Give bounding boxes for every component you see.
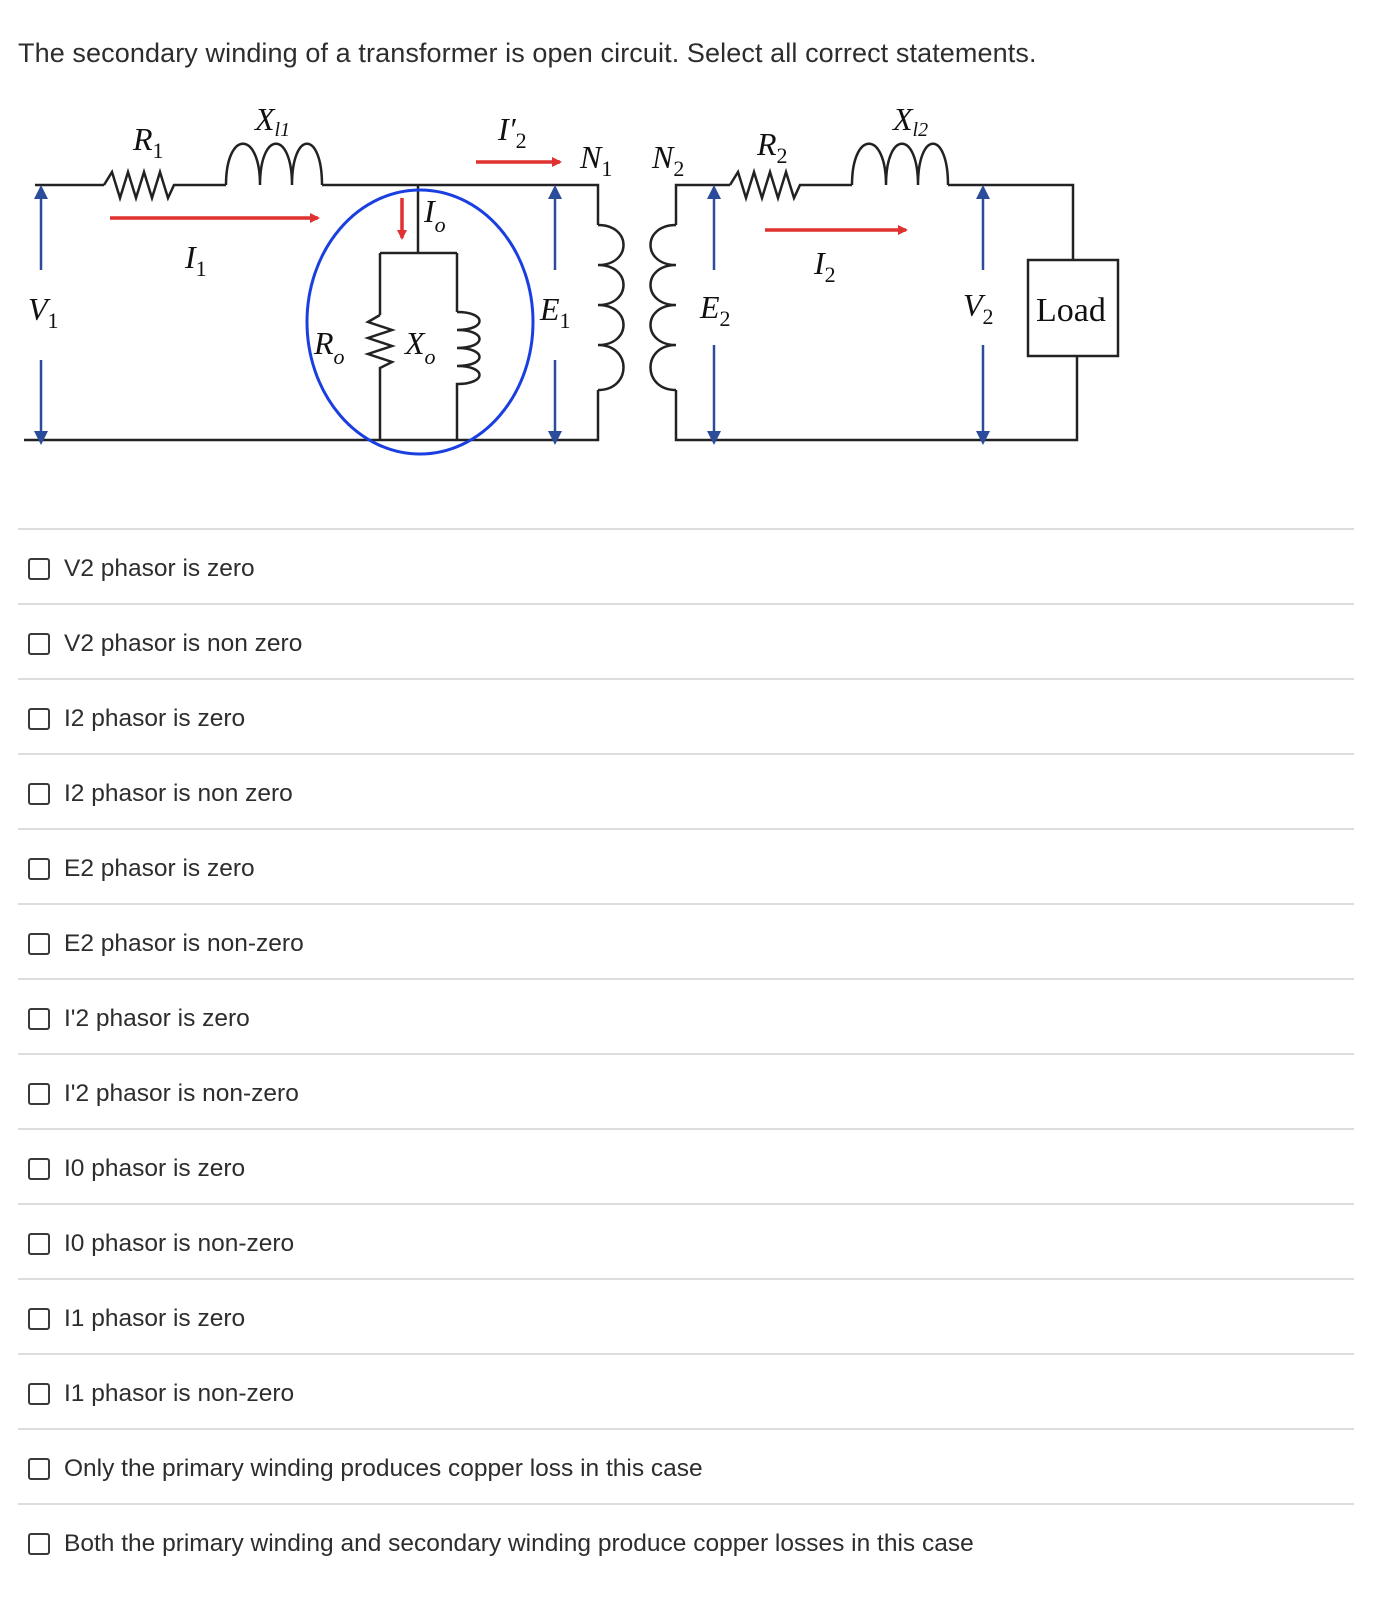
option-label: I2 phasor is zero	[64, 704, 246, 732]
option-label: I1 phasor is zero	[64, 1304, 246, 1332]
option-label: I2 phasor is non zero	[64, 779, 293, 807]
option-label: Both the primary winding and secondary w…	[64, 1529, 974, 1557]
r1-resistor	[102, 167, 226, 203]
option-label: V2 phasor is non zero	[64, 629, 303, 657]
checkbox[interactable]	[28, 1457, 50, 1480]
option-i1-nonzero[interactable]: I1 phasor is non-zero	[18, 1353, 1354, 1428]
label-n2: N2	[651, 139, 684, 181]
checkbox[interactable]	[28, 707, 50, 730]
answer-options: V2 phasor is zero V2 phasor is non zero …	[18, 528, 1354, 1578]
label-n1: N1	[579, 139, 612, 181]
option-label: E2 phasor is non-zero	[64, 929, 304, 957]
label-load: Load	[1036, 292, 1106, 329]
checkbox[interactable]	[28, 932, 50, 955]
option-label: I0 phasor is zero	[64, 1154, 246, 1182]
option-label: I'2 phasor is non-zero	[64, 1079, 299, 1107]
option-primary-copper-loss[interactable]: Only the primary winding produces copper…	[18, 1428, 1354, 1503]
checkbox[interactable]	[28, 1382, 50, 1405]
option-e2-nonzero[interactable]: E2 phasor is non-zero	[18, 903, 1354, 978]
xo-inductor	[455, 310, 481, 440]
checkbox[interactable]	[28, 1307, 50, 1330]
label-xl2: Xl2	[891, 101, 928, 141]
option-e2-zero[interactable]: E2 phasor is zero	[18, 828, 1354, 903]
checkbox[interactable]	[28, 1157, 50, 1180]
option-both-copper-loss[interactable]: Both the primary winding and secondary w…	[18, 1503, 1354, 1578]
question-text: The secondary winding of a transformer i…	[18, 38, 1037, 68]
option-i1-zero[interactable]: I1 phasor is zero	[18, 1278, 1354, 1353]
label-v2: V2	[963, 287, 994, 329]
option-label: E2 phasor is zero	[64, 854, 255, 882]
label-xo: Xo	[403, 325, 436, 369]
checkbox[interactable]	[28, 632, 50, 655]
transformer-equivalent-circuit: R1 Xl1 I1 V1 Io Ro Xo I′2 N1 N2 E1 E2 R2…	[24, 101, 1120, 456]
magnetizing-branch-highlight	[305, 188, 535, 456]
checkbox[interactable]	[28, 1232, 50, 1255]
label-e1: E1	[539, 291, 571, 333]
option-v2-nonzero[interactable]: V2 phasor is non zero	[18, 603, 1354, 678]
secondary-winding	[649, 223, 677, 392]
option-i2-nonzero[interactable]: I2 phasor is non zero	[18, 753, 1354, 828]
option-label: I'2 phasor is zero	[64, 1004, 250, 1032]
label-e2: E2	[699, 289, 731, 331]
checkbox[interactable]	[28, 1082, 50, 1105]
option-i2prime-zero[interactable]: I'2 phasor is zero	[18, 978, 1354, 1053]
label-v1: V1	[28, 291, 59, 333]
current-arrows	[110, 157, 908, 240]
option-i2prime-nonzero[interactable]: I'2 phasor is non-zero	[18, 1053, 1354, 1128]
voltage-arrows	[34, 185, 990, 445]
option-v2-zero[interactable]: V2 phasor is zero	[18, 528, 1354, 603]
diagram-labels: R1 Xl1 I1 V1 Io Ro Xo I′2 N1 N2 E1 E2 R2…	[28, 101, 1106, 369]
option-label: V2 phasor is zero	[64, 554, 255, 582]
checkbox[interactable]	[28, 557, 50, 580]
option-i0-nonzero[interactable]: I0 phasor is non-zero	[18, 1203, 1354, 1278]
checkbox[interactable]	[28, 857, 50, 880]
label-i2: I2	[813, 245, 836, 287]
option-label: I0 phasor is non-zero	[64, 1229, 295, 1257]
label-xl1: Xl1	[253, 101, 290, 141]
option-i2-zero[interactable]: I2 phasor is zero	[18, 678, 1354, 753]
xl2-inductor	[850, 142, 950, 186]
label-r2: R2	[756, 126, 788, 168]
option-label: Only the primary winding produces copper…	[64, 1454, 703, 1482]
label-io: Io	[423, 193, 446, 237]
checkbox[interactable]	[28, 782, 50, 805]
checkbox[interactable]	[28, 1532, 50, 1555]
load-box	[1026, 258, 1120, 358]
primary-winding	[597, 223, 625, 392]
label-i1: I1	[184, 239, 207, 281]
option-i0-zero[interactable]: I0 phasor is zero	[18, 1128, 1354, 1203]
ro-resistor	[364, 313, 396, 440]
xl1-inductor	[224, 142, 324, 186]
checkbox[interactable]	[28, 1007, 50, 1030]
option-label: I1 phasor is non-zero	[64, 1379, 295, 1407]
label-ro: Ro	[313, 325, 345, 369]
r2-resistor	[728, 167, 852, 203]
label-i2-prime: I′2	[497, 111, 527, 153]
label-r1: R1	[132, 121, 164, 163]
